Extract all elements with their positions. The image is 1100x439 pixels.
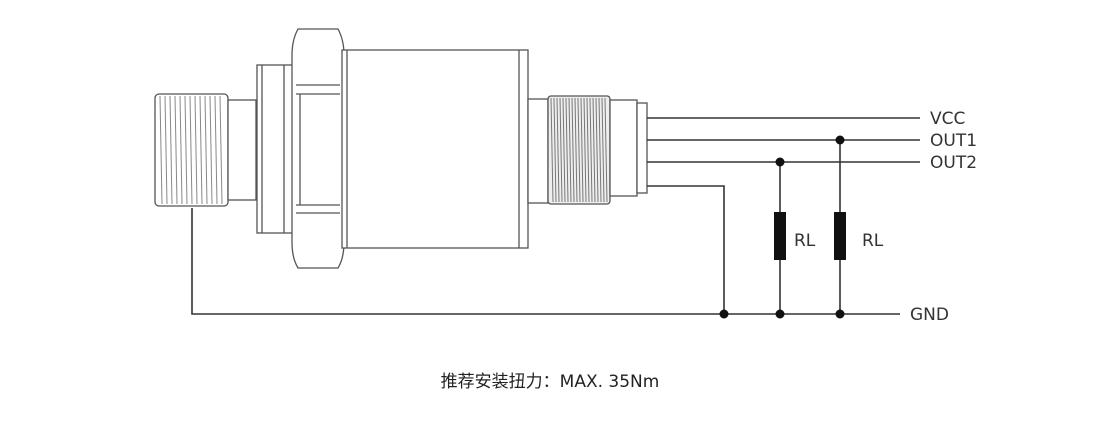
thread-line [169, 95, 173, 205]
hex-nut [291, 28, 345, 269]
thread-line [568, 97, 572, 203]
thread-line [204, 95, 208, 205]
thread-line [562, 97, 566, 203]
connector-thread [547, 95, 611, 205]
thread-line [550, 97, 554, 203]
thread-line [174, 95, 178, 205]
thread-line [164, 95, 168, 205]
pressure-sensor [154, 28, 648, 269]
thread-neck [227, 99, 257, 201]
resistor-rl1 [774, 212, 786, 260]
thread-line [184, 95, 188, 205]
junction-dot [719, 309, 729, 319]
junctions [719, 135, 845, 319]
thread-line [592, 97, 596, 203]
thread-line [179, 95, 183, 205]
thread-line [598, 97, 602, 203]
thread-line [194, 95, 198, 205]
thread-line [595, 97, 599, 203]
wire-gnd-sensor [647, 185, 725, 314]
wire-gnd-case [191, 208, 900, 315]
junction-dot [775, 157, 785, 167]
junction-dot [775, 309, 785, 319]
thread-line [209, 95, 213, 205]
thread-line [571, 97, 575, 203]
thread-line [580, 97, 584, 203]
process-thread [154, 93, 229, 207]
thread-line [601, 97, 605, 203]
thread-line [574, 97, 578, 203]
sensor-body [341, 49, 529, 249]
junction-dot [835, 135, 845, 145]
thread-line [604, 97, 608, 203]
terminal-out1-label: OUT1 [930, 131, 977, 151]
thread-line [565, 97, 569, 203]
resistor-label: RL [862, 231, 884, 251]
thread-line [559, 97, 563, 203]
thread-line [553, 97, 557, 203]
resistor-label: RL [794, 231, 816, 251]
thread-line [219, 95, 223, 205]
terminal-out2-label: OUT2 [930, 153, 977, 173]
thread-line [577, 97, 581, 203]
thread-line [586, 97, 590, 203]
thread-line [159, 95, 163, 205]
thread-line [199, 95, 203, 205]
connector-collar [609, 99, 638, 197]
thread-line [556, 97, 560, 203]
torque-caption: 推荐安装扭力：MAX. 35Nm [440, 372, 660, 392]
terminal-gnd-label: GND [910, 305, 949, 325]
flange [256, 64, 294, 234]
thread-line [583, 97, 587, 203]
junction-dot [835, 309, 845, 319]
resistor-rl2 [834, 212, 846, 260]
connector-end [636, 102, 648, 194]
terminal-vcc-label: VCC [930, 109, 965, 129]
connector-neck [527, 98, 549, 204]
thread-line [589, 97, 593, 203]
thread-line [214, 95, 218, 205]
thread-line [189, 95, 193, 205]
